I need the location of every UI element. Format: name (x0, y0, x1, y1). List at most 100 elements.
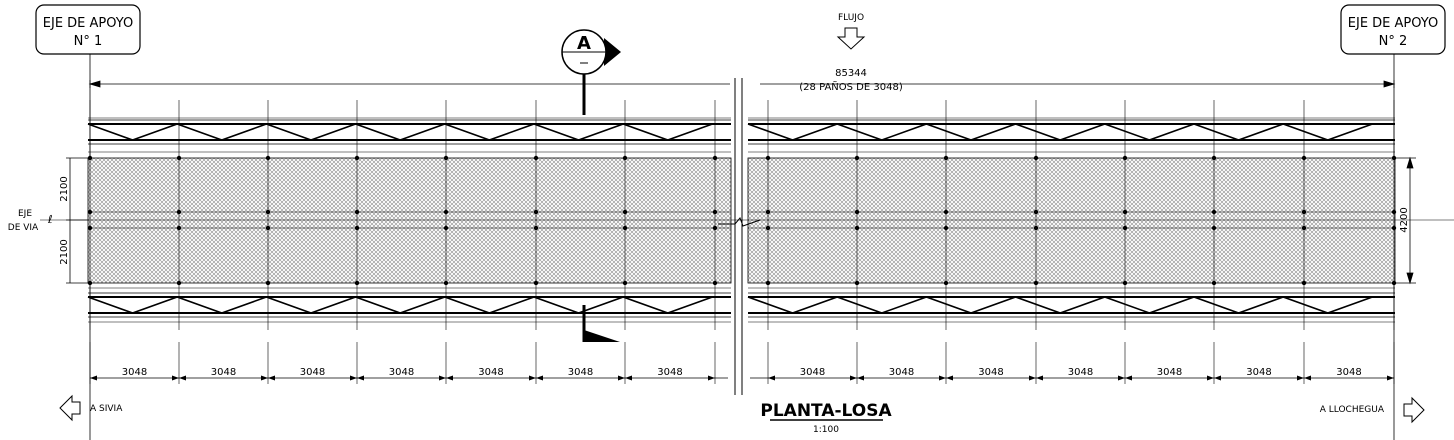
dimension-arrow (1118, 375, 1125, 381)
bolt (354, 209, 360, 215)
bolt (176, 209, 182, 215)
panel-length-label: 3048 (889, 367, 914, 378)
half-width-bottom-label: 2100 (59, 239, 70, 264)
bolt (1301, 225, 1307, 231)
dimension-arrow (439, 375, 446, 381)
bolt (1211, 155, 1217, 161)
bolt (712, 280, 718, 286)
break-line (718, 78, 761, 395)
dimension-arrow (1387, 375, 1394, 381)
dimension-arrow (618, 375, 625, 381)
bolt (1391, 155, 1397, 161)
bolt (854, 155, 860, 161)
direction-left-arrow-icon (59, 394, 81, 422)
bolt (1211, 225, 1217, 231)
dimension-arrow (625, 375, 632, 381)
bolt (622, 209, 628, 215)
dimension-arrow (768, 375, 775, 381)
dimension-arrow (708, 375, 715, 381)
dimension-arrow (172, 375, 179, 381)
bolt (1301, 280, 1307, 286)
structure-layer (87, 100, 1397, 384)
track-axis-symbol-icon: ℓ (47, 213, 53, 226)
support-axis-1-tag: EJE DE APOYO N° 1 (35, 4, 141, 55)
bolt (1122, 225, 1128, 231)
panel-length-label: 3048 (1336, 367, 1361, 378)
scale-label: 1:100 (813, 425, 839, 435)
bolt (1211, 280, 1217, 286)
panel-count-note: (28 PAÑOS DE 3048) (799, 80, 903, 93)
bolt (765, 209, 771, 215)
panel-length-label: 3048 (122, 367, 147, 378)
dimension-arrow (529, 375, 536, 381)
panel-length-label: 3048 (211, 367, 236, 378)
track-axis-label-line1: EJE (18, 209, 32, 219)
dimension-arrow (1297, 375, 1304, 381)
bolt (622, 280, 628, 286)
bolt (943, 209, 949, 215)
bolt (1122, 155, 1128, 161)
dimension-arrow (946, 375, 953, 381)
bolt (712, 155, 718, 161)
bolt (533, 155, 539, 161)
plan-title: PLANTA-LOSA (760, 401, 892, 421)
bolt (533, 209, 539, 215)
bolt (1033, 225, 1039, 231)
bolt (443, 280, 449, 286)
bolt (1033, 209, 1039, 215)
bolt (265, 155, 271, 161)
dimension-arrow (1125, 375, 1132, 381)
bolt (533, 280, 539, 286)
half-width-top-label: 2100 (59, 176, 70, 201)
bolt (765, 155, 771, 161)
bolt (1301, 155, 1307, 161)
bolt (1033, 155, 1039, 161)
dimension-arrow (350, 375, 357, 381)
dimension-arrow (1214, 375, 1221, 381)
panel-length-label: 3048 (478, 367, 503, 378)
total-length-label: 85344 (835, 68, 867, 79)
bolt (354, 155, 360, 161)
bolt (87, 155, 93, 161)
bolt (1211, 209, 1217, 215)
full-width-label: 4200 (1399, 207, 1410, 232)
panel-length-label: 3048 (300, 367, 325, 378)
slab-left (87, 157, 732, 284)
panel-dimension-labels: 3048 3048 3048 3048 3048 3048 3048 3048 3048 3048… (90, 367, 1394, 381)
dimension-arrow (357, 375, 364, 381)
support-axis-2-line2: N° 2 (1379, 34, 1408, 49)
bolt (265, 225, 271, 231)
bolt (943, 280, 949, 286)
bolt (1391, 209, 1397, 215)
bolt (1301, 209, 1307, 215)
panel-length-label: 3048 (1157, 367, 1182, 378)
bolt (854, 280, 860, 286)
dimension-arrow (1304, 375, 1311, 381)
panel-length-label: 3048 (800, 367, 825, 378)
bolt (1122, 209, 1128, 215)
bolt (354, 280, 360, 286)
dimension-arrow (536, 375, 543, 381)
support-axis-2-line1: EJE DE APOYO (1348, 16, 1438, 31)
panel-length-label: 3048 (568, 367, 593, 378)
panel-length-label: 3048 (1246, 367, 1271, 378)
support-axis-2-tag: EJE DE APOYO N° 2 (1340, 4, 1446, 55)
direction-right-arrow-icon (1403, 396, 1425, 424)
bolt (943, 155, 949, 161)
total-length-dimension (88, 80, 1396, 88)
slab-right (747, 157, 1396, 284)
bolt (265, 280, 271, 286)
section-marker: A (561, 29, 621, 115)
bolt (443, 209, 449, 215)
bolt (87, 280, 93, 286)
truss-top-right (747, 119, 1395, 145)
bolt (533, 225, 539, 231)
panel-length-label: 3048 (1068, 367, 1093, 378)
bolt (1391, 280, 1397, 286)
bolt (1033, 280, 1039, 286)
bolt (943, 225, 949, 231)
truss-top-left (87, 119, 731, 145)
dimension-arrow (268, 375, 275, 381)
dimension-arrow (1036, 375, 1043, 381)
